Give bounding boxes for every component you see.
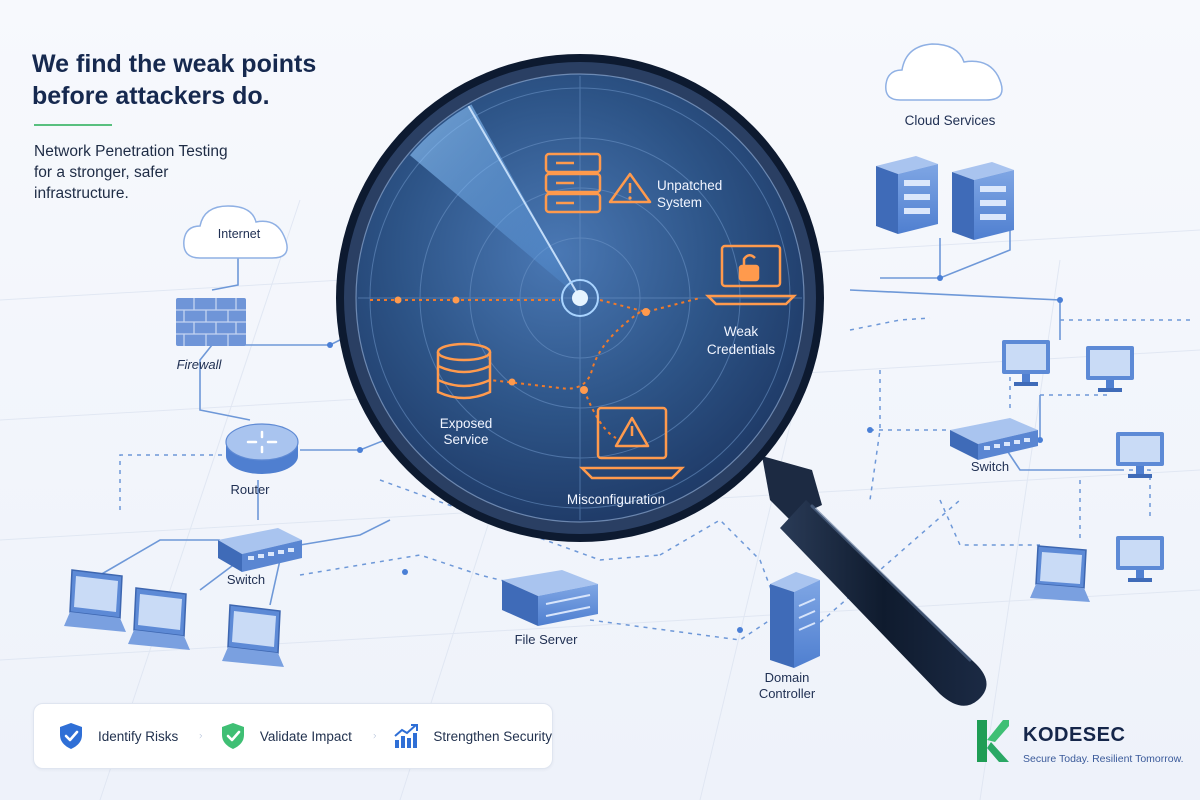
server-rack-icon xyxy=(952,162,1014,240)
subtitle-line-3: infrastructure. xyxy=(34,185,129,202)
right-switch-label: Switch xyxy=(970,459,1010,474)
network-links xyxy=(99,230,1120,606)
internet-cloud-icon xyxy=(183,205,288,259)
radar-beam xyxy=(380,84,580,298)
network-dashed-links xyxy=(119,317,1190,641)
monitor-icon xyxy=(1116,536,1164,582)
right-switch-icon xyxy=(950,418,1038,460)
finding-label-misconfiguration: Misconfiguration xyxy=(567,492,665,507)
laptop-icon xyxy=(1030,545,1090,602)
finding-label-unpatched-line1: Unpatched xyxy=(657,178,722,193)
step-validate-impact: Validate Impact xyxy=(220,722,352,750)
server-rack-icon xyxy=(876,156,938,234)
headline-divider xyxy=(34,124,112,126)
attack-path-nodes xyxy=(394,296,650,394)
firewall-icon xyxy=(176,298,246,346)
file-server-icon xyxy=(502,570,598,626)
left-switch-icon xyxy=(218,528,302,572)
brand-tagline: Secure Today. Resilient Tomorrow. xyxy=(1023,753,1184,765)
internet-label: Internet xyxy=(217,227,261,241)
finding-labels: Unpatched System Weak Credentials Expose… xyxy=(440,178,776,507)
network-link-dots xyxy=(327,275,1063,633)
process-steps: Identify Risks Validate Impact Strengthe… xyxy=(33,703,553,769)
file-server-label: File Server xyxy=(514,632,578,647)
brand: KODESEC Secure Today. Resilient Tomorrow… xyxy=(975,718,1185,768)
subtitle: Network Penetration Testing for a strong… xyxy=(34,141,274,204)
magnifier-lens: Unpatched System Weak Credentials Expose… xyxy=(336,54,824,542)
misconfigured-laptop-icon xyxy=(578,406,686,480)
step-identify-risks: Identify Risks xyxy=(58,722,178,750)
step-label: Strengthen Security xyxy=(433,728,552,744)
magnifier-handle xyxy=(762,456,987,706)
step-label: Identify Risks xyxy=(98,728,179,744)
finding-label-exposed-line2: Service xyxy=(443,432,488,447)
laptop-icon xyxy=(64,569,126,632)
unlocked-laptop-icon xyxy=(704,244,798,306)
headline-line-2: before attackers do. xyxy=(32,82,270,110)
trend-up-chart-icon xyxy=(394,724,419,748)
step-label: Validate Impact xyxy=(259,728,352,744)
cloud-services-icon xyxy=(885,43,1003,101)
brand-name: KODESEC xyxy=(1023,724,1126,746)
kodesec-logo-icon xyxy=(977,720,1009,762)
monitor-icon xyxy=(1086,346,1134,392)
attack-paths xyxy=(370,297,701,439)
database-icon xyxy=(436,342,492,400)
subtitle-line-1: Network Penetration Testing xyxy=(34,143,228,160)
laptop-icon xyxy=(128,587,190,650)
finding-label-unpatched-line2: System xyxy=(657,195,702,210)
shield-check-icon xyxy=(60,723,82,749)
finding-label-weak-line2: Credentials xyxy=(707,342,776,357)
radar-center xyxy=(561,279,599,317)
router-icon xyxy=(225,423,299,474)
warning-triangle-icon xyxy=(608,172,652,204)
step-strengthen-security: Strengthen Security xyxy=(393,722,552,750)
headline: We find the weak points before attackers… xyxy=(32,48,332,112)
subtitle-line-2: for a stronger, safer xyxy=(34,164,169,181)
monitor-icon xyxy=(1116,432,1164,478)
laptop-icon xyxy=(222,604,284,667)
vulnerable-server-icon xyxy=(544,152,602,214)
left-switch-label: Switch xyxy=(226,572,266,587)
domain-controller-icon xyxy=(770,572,820,668)
domain-controller-label: Domain Controller xyxy=(758,670,816,701)
monitor-icon xyxy=(1002,340,1050,386)
cloud-services-label: Cloud Services xyxy=(904,113,996,128)
chevron-right-icon xyxy=(373,733,376,739)
finding-label-weak-line1: Weak xyxy=(724,324,759,339)
router-label: Router xyxy=(230,482,270,497)
firewall-label: Firewall xyxy=(176,357,222,372)
headline-line-1: We find the weak points xyxy=(32,50,317,78)
finding-label-exposed-line1: Exposed xyxy=(440,416,493,431)
chevron-right-icon xyxy=(199,733,203,739)
shield-check-icon xyxy=(221,723,244,749)
